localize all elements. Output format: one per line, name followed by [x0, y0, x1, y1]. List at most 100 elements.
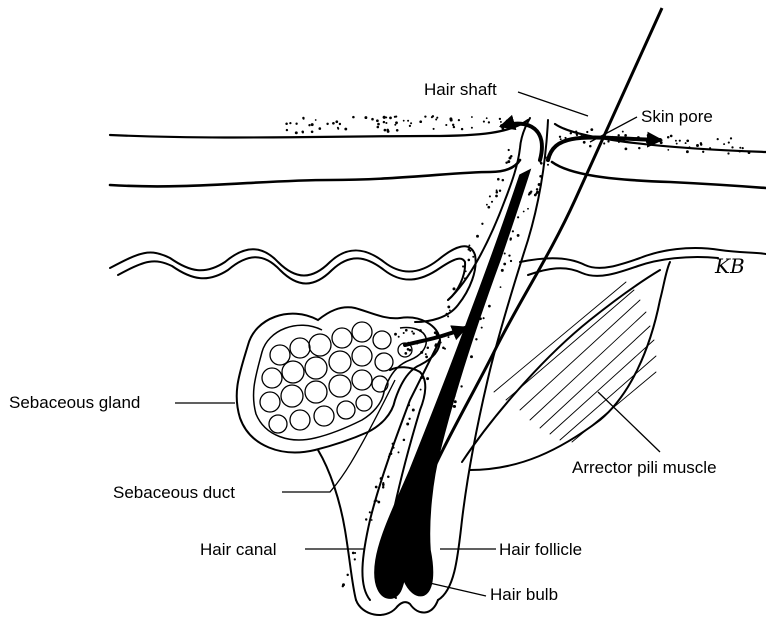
sebum-dot	[483, 317, 485, 319]
sebum-dot	[410, 504, 412, 506]
sebum-dot	[302, 131, 304, 133]
sebum-dot	[517, 234, 520, 237]
sebum-dot	[517, 216, 519, 218]
sebum-dot	[730, 137, 732, 139]
follicle-bottom	[356, 600, 438, 615]
sebum-dot	[454, 395, 456, 397]
arrow-sebum-out-right	[548, 138, 660, 160]
sebum-dot	[689, 146, 691, 148]
sebum-dot	[346, 574, 348, 576]
sebum-dot	[570, 132, 572, 134]
sebum-dot	[731, 146, 733, 148]
sebum-dot	[475, 338, 477, 340]
sebum-dot	[436, 117, 438, 119]
sebum-dot	[504, 252, 506, 254]
sebum-dot	[431, 441, 433, 443]
sebum-dot	[398, 336, 400, 338]
label-sebaceous-duct: Sebaceous duct	[113, 484, 235, 501]
sebum-dot	[508, 149, 510, 151]
sebum-dot	[667, 149, 669, 151]
sebum-dot	[380, 477, 383, 480]
sebum-dot	[481, 327, 483, 329]
sebum-dot	[497, 178, 500, 181]
sebum-dot	[748, 151, 751, 154]
sebum-dot	[536, 188, 539, 191]
sebum-dot	[488, 305, 491, 308]
label-hair-shaft: Hair shaft	[424, 81, 497, 98]
sebum-dot	[410, 122, 412, 124]
sebum-dot	[295, 123, 297, 125]
sebum-dot	[407, 120, 409, 122]
sebum-dot	[501, 269, 504, 272]
sebum-dot	[383, 121, 385, 123]
sebum-dot	[391, 549, 393, 551]
sebum-dot	[303, 118, 305, 120]
follicle-outer-sheath-left	[318, 450, 356, 600]
sebum-dot	[547, 164, 549, 166]
sebum-dot	[685, 142, 687, 144]
sebum-dot	[400, 538, 402, 540]
sebum-dot	[624, 134, 627, 137]
sebum-dot	[442, 347, 445, 350]
hair-follicle-walls	[318, 118, 670, 615]
sebum-dot	[408, 418, 410, 420]
sebum-dot	[503, 263, 506, 266]
sebum-dot	[450, 119, 453, 122]
sebum-dot	[425, 466, 428, 469]
sebum-dot	[486, 204, 488, 206]
wavy-dermis-outer	[110, 246, 476, 322]
sebum-dot	[308, 124, 310, 126]
sebum-dot	[339, 123, 341, 125]
sebum-dot	[696, 144, 699, 147]
sebum-dot	[700, 143, 702, 145]
sebum-dot	[318, 127, 321, 130]
sebum-dot	[510, 155, 512, 157]
sebum-dot	[390, 453, 392, 455]
label-skin-pore: Skin pore	[641, 108, 713, 125]
sebum-dot	[508, 254, 510, 256]
sebum-dot	[446, 313, 448, 315]
sebum-dot	[458, 119, 460, 121]
sebum-dot	[435, 119, 437, 121]
sebum-dot	[539, 175, 542, 178]
sebum-dot	[393, 447, 395, 449]
sebum-dot	[385, 122, 387, 124]
sebum-dot	[499, 189, 501, 191]
sebum-dot	[460, 385, 462, 387]
sebum-dot	[388, 455, 390, 457]
sebum-dot	[510, 260, 512, 262]
sebum-dot	[326, 123, 328, 125]
sebum-dot	[449, 401, 452, 404]
sebum-dot	[392, 443, 394, 445]
label-arrector-pili-muscle: Arrector pili muscle	[572, 459, 717, 476]
sebum-dot	[424, 115, 426, 117]
sebum-dot	[471, 127, 473, 129]
sebum-dot	[670, 135, 673, 138]
sebum-dot	[387, 553, 390, 556]
sebum-dot	[419, 329, 422, 332]
sebum-dot	[507, 160, 510, 163]
sebum-dot	[528, 193, 530, 195]
sebum-dot	[462, 265, 464, 267]
sebum-dot	[435, 343, 438, 346]
sebum-dot	[413, 505, 416, 508]
sebum-dot	[500, 121, 502, 123]
sebum-dot	[464, 277, 466, 279]
sebum-dot	[448, 403, 451, 406]
sebum-dot	[396, 129, 399, 132]
sebum-dot	[465, 270, 467, 272]
sebum-dot	[468, 259, 471, 262]
sebum-dot	[286, 129, 288, 131]
sebum-dot	[496, 191, 499, 194]
sebum-dot	[437, 332, 439, 334]
sebum-dot	[603, 142, 605, 144]
sebum-dot	[344, 128, 347, 131]
sebum-dot	[739, 150, 741, 152]
arrector-muscle-edge-b	[470, 262, 670, 470]
sebum-dot	[427, 346, 430, 349]
sebum-dot	[453, 126, 455, 128]
sebum-dot	[420, 351, 423, 354]
sebum-dot	[419, 120, 422, 123]
sebum-dot	[576, 134, 578, 136]
sebum-dot	[500, 286, 502, 288]
